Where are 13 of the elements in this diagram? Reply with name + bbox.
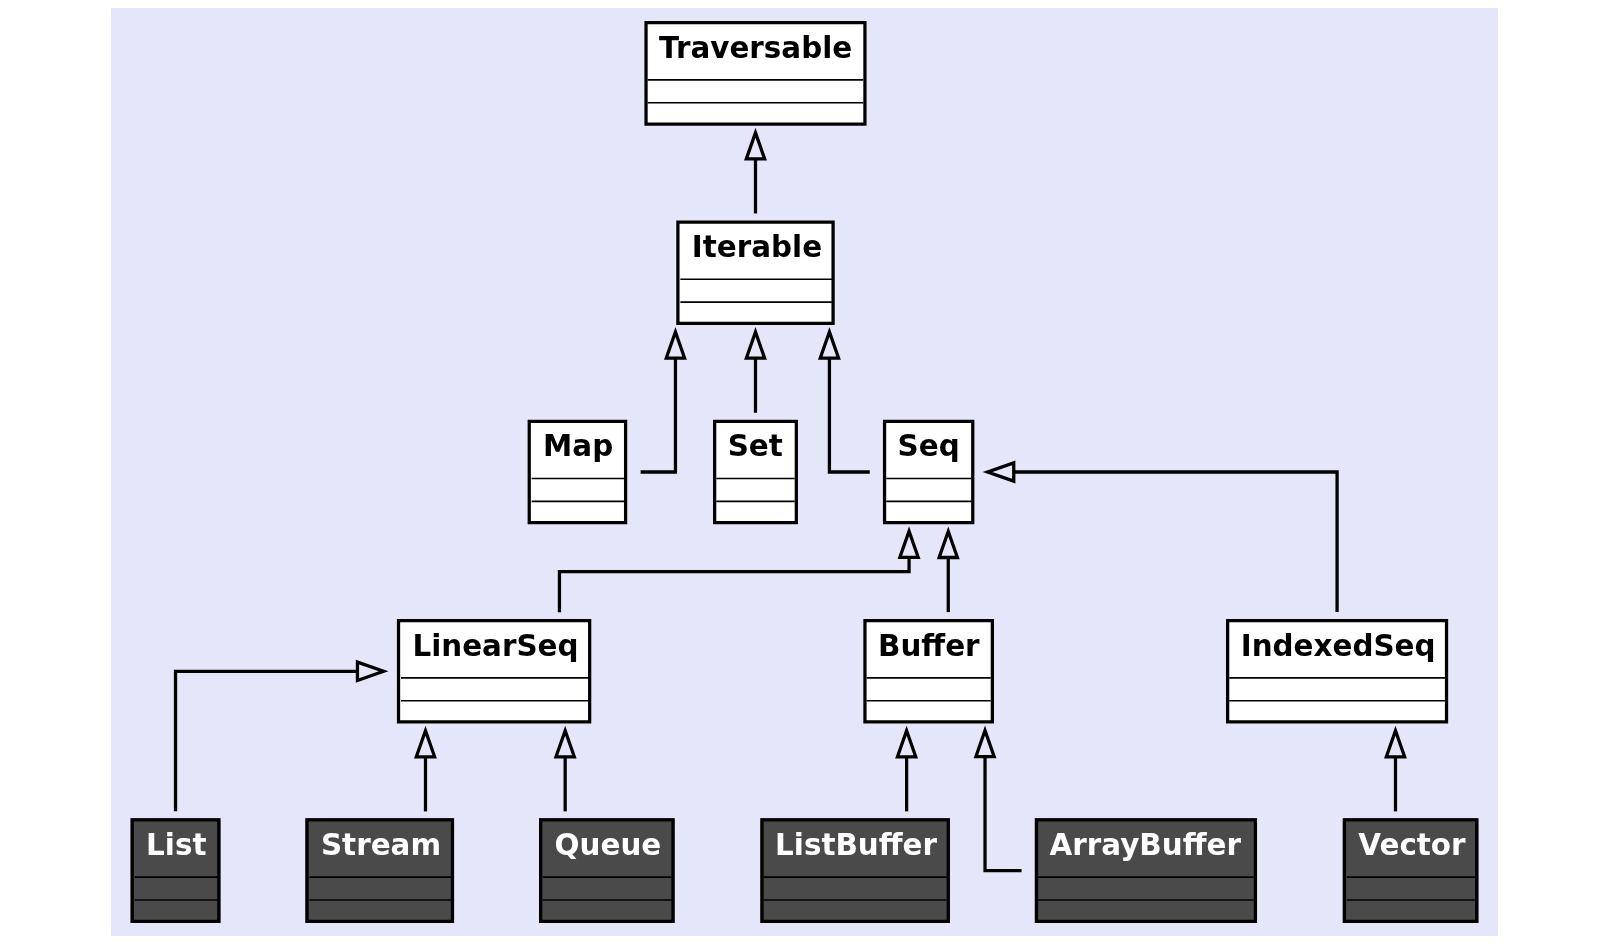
arrow [743,327,767,413]
arrow [553,725,577,812]
arrow [1383,725,1407,812]
arrow [936,526,960,613]
arrow [973,725,1022,873]
arrow [817,327,870,474]
arrow [894,725,918,812]
arrow [557,526,920,613]
arrow [173,659,389,812]
arrow [640,327,687,474]
arrow [743,127,767,214]
arrow [413,725,437,812]
arrow [982,460,1339,613]
